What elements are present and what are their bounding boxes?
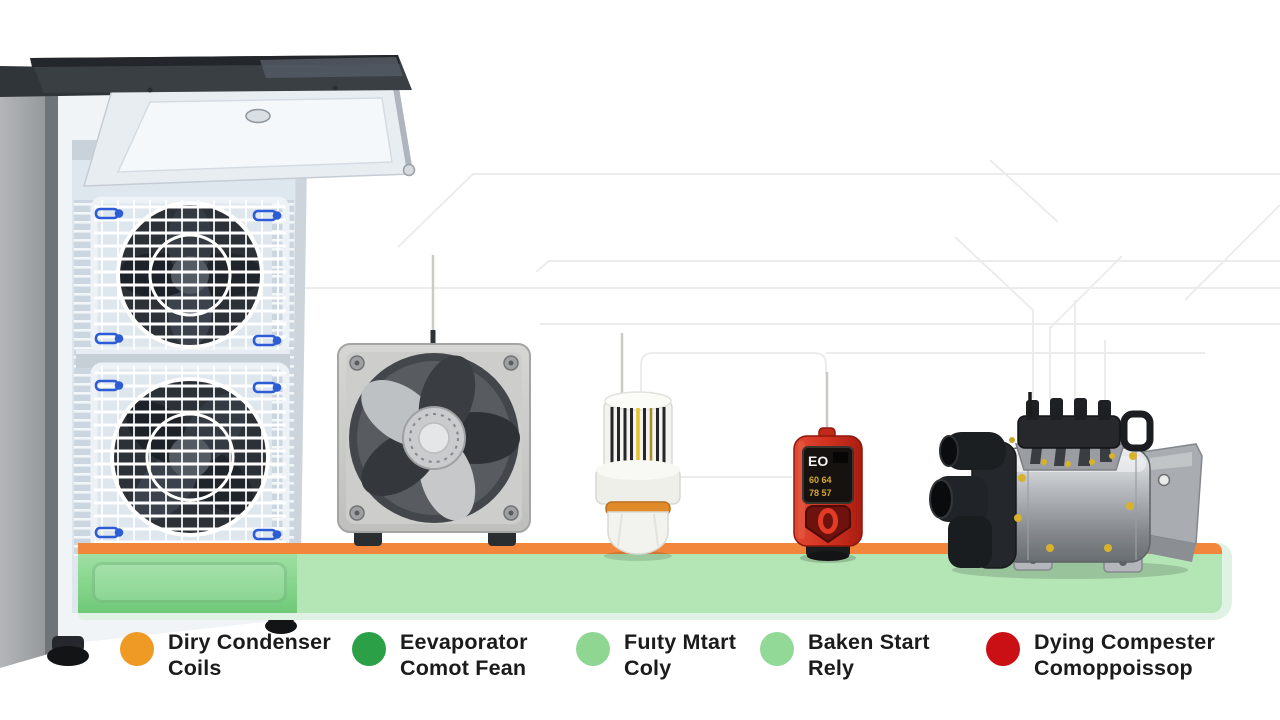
- legend-item-evaporator-fan: Eevaporator Comot Fean: [352, 629, 528, 681]
- fridge-front-right-shade: [292, 94, 308, 618]
- relay-screen-title: EO: [808, 453, 828, 469]
- compressor-gold-bolts: [1014, 452, 1137, 552]
- legend-label: Baken Start: [808, 630, 930, 654]
- relay-screen-row1: 60 64: [809, 475, 832, 485]
- fridge-interior-tint: [78, 554, 297, 613]
- compressor-illustration: [929, 392, 1203, 579]
- legend-dot-green: [352, 632, 386, 666]
- fan-wire-tip: [430, 330, 436, 344]
- legend-item-thermostat: Fuıty Mtart Coly: [576, 629, 736, 681]
- legend-label: Comoppoissop: [1034, 656, 1193, 681]
- legend-label: Rely: [808, 656, 855, 681]
- fridge-side-panel: [0, 92, 45, 668]
- legend-dot-orange: [120, 632, 154, 666]
- fan-blades: [361, 355, 520, 521]
- relay-zero-mark: [818, 508, 838, 534]
- component-wires: [431, 255, 829, 434]
- legend-item-compressor: Dying Compester Comoppoissop: [986, 629, 1215, 681]
- legend-label: Eevaporator: [400, 630, 528, 654]
- legend-label: Comot Fean: [400, 656, 527, 681]
- legend-label: Fuıty Mtart: [624, 630, 737, 654]
- legend-label: Dying Compester: [1034, 630, 1216, 654]
- door-emblem: [245, 108, 271, 124]
- legend-label: Diry Condenser: [168, 630, 331, 654]
- grille-clips: [94, 207, 282, 541]
- compressor-terminal-block: [1017, 415, 1121, 449]
- fridge-side-edge: [45, 90, 58, 655]
- legend-label: Coils: [168, 656, 222, 681]
- legend-label: Coly: [624, 656, 672, 681]
- condenser-fan-illustration: [337, 343, 531, 546]
- pipeline-bar: [78, 543, 1232, 620]
- refrigerator-illustration: [0, 55, 416, 668]
- legend-dot-lightgreen2: [760, 632, 794, 666]
- door-hinge-rod: [393, 87, 413, 173]
- start-relay-illustration: EO 60 64 78 57: [793, 427, 863, 563]
- legend-item-condenser-coils: Diry Condenser Coils: [120, 629, 331, 681]
- thermostat-illustration: [595, 391, 681, 561]
- relay-screen-row2: 78 57: [809, 488, 832, 498]
- fan-corner-screws: [349, 355, 519, 521]
- legend-item-start-relay: Baken Start Rely: [760, 629, 930, 681]
- legend-dot-lightgreen: [576, 632, 610, 666]
- legend-dot-red: [986, 632, 1020, 666]
- fridge-open-door: [0, 55, 416, 187]
